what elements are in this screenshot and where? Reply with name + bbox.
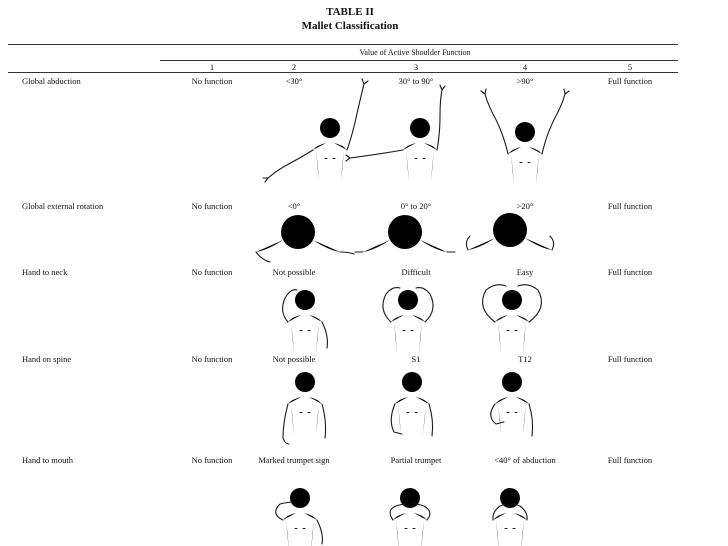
table-cell: Full function [607,201,653,211]
figure-external-rotation-gt20 [465,213,555,251]
table-cell: T12 [518,354,532,364]
header-rule [8,72,678,73]
figure-hand-to-mouth-lt40-abduction [492,488,528,546]
figure-hand-to-neck-easy [482,284,542,354]
figure-hand-to-mouth-partial-trumpet [389,488,431,546]
table-cell: No function [191,267,233,277]
table-cell: No function [191,455,233,465]
col-header-1: 1 [209,62,215,72]
table-cell: Difficult [401,267,431,277]
table-number: TABLE II [326,6,374,18]
table-cell: No function [191,76,233,86]
figure-hand-to-mouth-marked-trumpet [275,488,323,546]
table-cell: >90° [516,76,534,86]
col-header-2: 2 [291,62,297,72]
figure-hand-to-neck-difficult [382,287,434,354]
table-caption: Mallet Classification [301,20,399,32]
figure-hand-to-neck-not-possible [282,289,328,354]
figure-hand-on-spine-s1 [390,372,434,437]
table-cell: Not possible [272,267,316,277]
table-cell: Partial trumpet [390,455,442,465]
table-cell: <30° [285,76,303,86]
figure-external-rotation-lt0 [255,215,355,263]
table-cell: >20° [516,201,534,211]
table-cell: Marked trumpet sign [258,455,330,465]
table-cell: <0° [287,201,301,211]
table-cell: 0° to 20° [400,201,432,211]
table-cell: Full function [607,76,653,86]
row-label-global-abduction: Global abduction [22,76,81,86]
top-rule [8,44,678,45]
table-cell: <40° of abduction [494,455,556,465]
group-rule [160,60,678,61]
figure-hand-on-spine-not-possible [282,372,327,445]
row-label-global-external-rotation: Global external rotation [22,201,104,211]
table-cell: S1 [411,354,421,364]
col-header-4: 4 [522,62,528,72]
row-label-hand-on-spine: Hand on spine [22,354,72,364]
figure-abduction-lt30 [262,78,369,183]
row-label-hand-to-mouth: Hand to mouth [22,455,73,465]
table-cell: 30° to 90° [398,76,434,86]
figure-external-rotation-0-20 [354,215,456,253]
col-header-5: 5 [627,62,633,72]
table-cell: No function [191,201,233,211]
table-cell: Easy [516,267,534,277]
col-header-3: 3 [413,62,419,72]
table-cell: Full function [607,267,653,277]
row-label-hand-to-neck: Hand to neck [22,267,68,277]
figure-abduction-30-90 [345,84,446,182]
table-cell: Full function [607,455,653,465]
table-cell: Full function [607,354,653,364]
group-header: Value of Active Shoulder Function [359,48,471,57]
figure-hand-on-spine-t12 [490,372,534,437]
table-cell: No function [191,354,233,364]
table-cell: Not possible [272,354,316,364]
figure-abduction-gt90 [480,88,570,186]
